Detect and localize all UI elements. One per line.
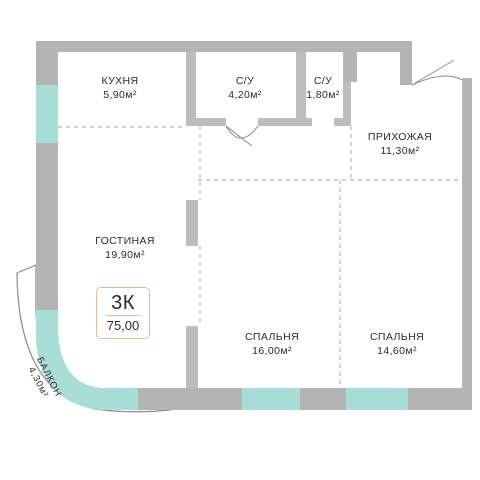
living-name: ГОСТИНАЯ: [95, 235, 155, 247]
bathroom1-area: 4,20м²: [228, 89, 262, 101]
column: [343, 52, 357, 82]
bottom-wall-1: [138, 388, 242, 410]
hallway-name: ПРИХОЖАЯ: [367, 131, 433, 143]
right-wall: [462, 78, 472, 410]
badge-divider: [106, 315, 140, 316]
entrance-pillar: [400, 41, 412, 85]
bathroom2-area: 1,80м²: [306, 89, 340, 101]
entrance-door: [411, 59, 463, 86]
kitchen-name: КУХНЯ: [101, 75, 139, 87]
bedroom2-area: 14,60м²: [377, 345, 417, 357]
bath2-bottom-wall: [306, 118, 312, 126]
living-bedroom-wall-low: [186, 326, 198, 388]
room-count: 3К: [111, 292, 135, 314]
living-area: 19,90м²: [105, 249, 145, 261]
top-wall: [36, 41, 412, 52]
bath2-bottom-wall-r: [334, 118, 343, 126]
bathroom2-name: С/У: [313, 75, 333, 87]
bath1-bottom-wall: [196, 118, 226, 126]
bath2-right-wall: [343, 52, 351, 126]
living-window: [36, 310, 138, 410]
kitchen-label: КУХНЯ 5,90м²: [80, 74, 160, 102]
hallway-label: ПРИХОЖАЯ 11,30м²: [355, 130, 445, 158]
living-bedroom-wall: [186, 200, 198, 246]
bedroom2-label: СПАЛЬНЯ 14,60м²: [355, 330, 439, 358]
kitchen-window: [36, 85, 58, 143]
bathroom1-label: С/У 4,20м²: [215, 74, 275, 102]
bedroom1-window: [242, 388, 300, 410]
bath1-bottom-wall-r: [258, 118, 296, 126]
hallway-area: 11,30м²: [380, 145, 420, 157]
left-wall: [36, 41, 58, 85]
left-wall-lower: [36, 143, 58, 310]
bath1-right-wall: [296, 52, 306, 126]
bedroom1-name: СПАЛЬНЯ: [244, 331, 300, 343]
bedroom1-label: СПАЛЬНЯ 16,00м²: [230, 330, 314, 358]
living-label: ГОСТИНАЯ 19,90м²: [80, 234, 170, 262]
bath1-door: [225, 125, 259, 147]
total-area: 75,00: [106, 318, 140, 333]
bedroom2-window: [346, 388, 408, 410]
kitchen-bath-wall: [186, 52, 196, 126]
bedroom1-area: 16,00м²: [252, 345, 292, 357]
bedroom2-name: СПАЛЬНЯ: [369, 331, 425, 343]
apartment-badge: 3К 75,00: [96, 287, 150, 339]
bottom-wall-3: [408, 388, 472, 410]
kitchen-area: 5,90м²: [103, 89, 137, 101]
bathroom2-label: С/У 1,80м²: [302, 74, 344, 102]
bathroom1-name: С/У: [235, 75, 255, 87]
